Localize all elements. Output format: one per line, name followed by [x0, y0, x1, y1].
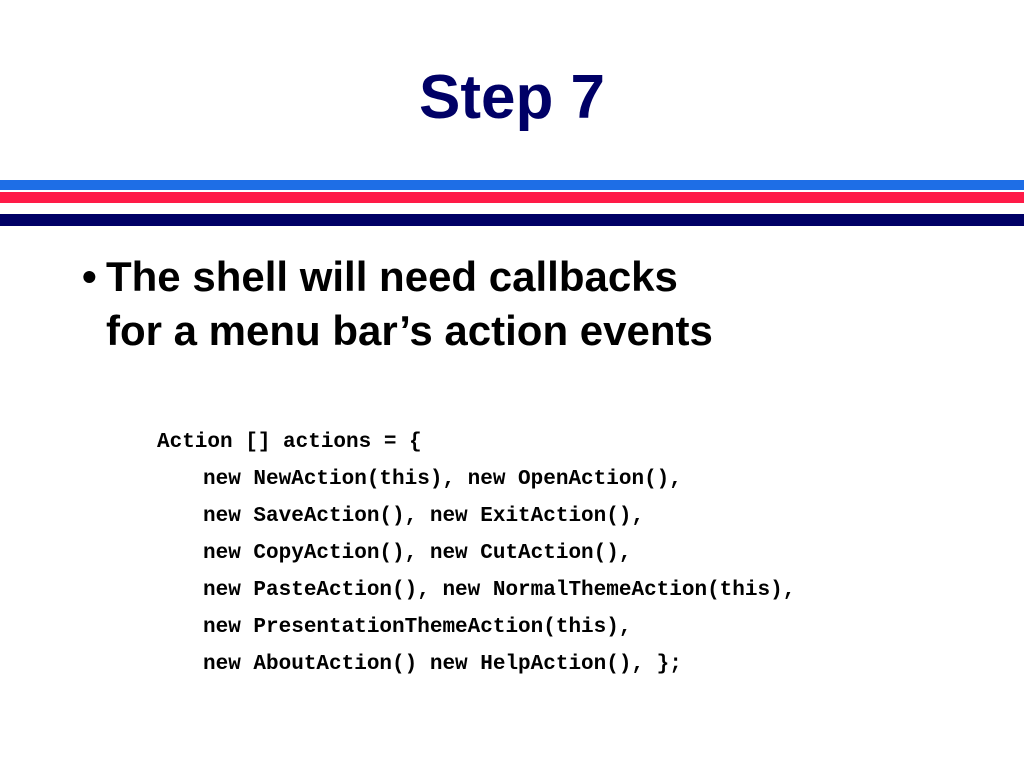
- code-line: new SaveAction(), new ExitAction(),: [203, 505, 645, 528]
- slide-title: Step 7: [418, 63, 606, 132]
- bullet-point: • The shell will need callbacks for a me…: [82, 250, 982, 358]
- divider-stripe-navy: [0, 214, 1024, 226]
- code-line: new PresentationThemeAction(this),: [203, 616, 632, 639]
- bullet-line: for a menu bar’s action events: [106, 307, 713, 354]
- divider-stripe-blue: [0, 180, 1024, 190]
- code-line: new NewAction(this), new OpenAction(),: [203, 468, 682, 491]
- code-line: Action [] actions = {: [157, 431, 422, 454]
- code-line: new CopyAction(), new CutAction(),: [203, 542, 632, 565]
- bullet-line: The shell will need callbacks: [106, 253, 678, 300]
- divider-stripe-red: [0, 192, 1024, 203]
- code-line: new PasteAction(), new NormalThemeAction…: [203, 579, 796, 602]
- code-line: new AboutAction() new HelpAction(), };: [203, 653, 682, 676]
- bullet-mark: •: [82, 253, 97, 300]
- code-block: Action [] actions = { new NewAction(this…: [157, 424, 795, 683]
